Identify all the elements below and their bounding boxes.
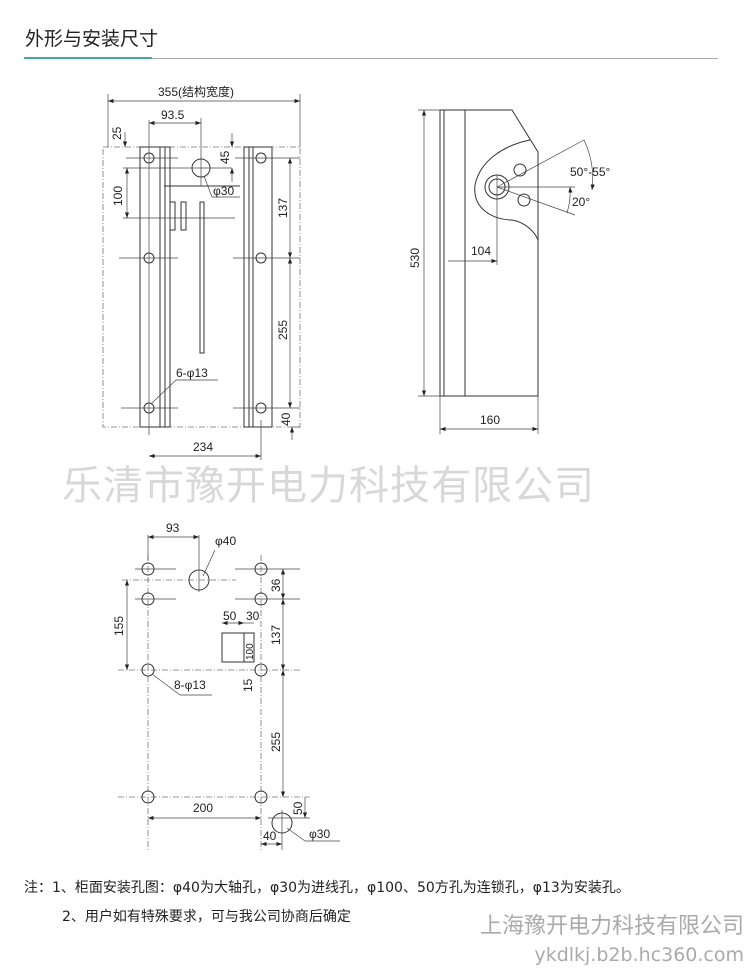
- dim-100: 100: [245, 643, 256, 660]
- holes-count-label: 6-φ13: [176, 366, 208, 380]
- drawing-line: [254, 790, 268, 804]
- panel-holes: [141, 562, 268, 804]
- site-url: ykdlkj.b2b.hc360.com: [534, 944, 744, 966]
- depth-dim-label: 160: [480, 413, 500, 427]
- drawing-line: [439, 109, 539, 397]
- dim-15: 15: [241, 678, 255, 692]
- drawing-line: [254, 663, 268, 677]
- dim-cable-40: 40: [263, 829, 277, 843]
- drawing-line: [141, 790, 155, 804]
- company-name: 上海豫开电力科技有限公司: [479, 914, 744, 939]
- dim-255: 255: [269, 732, 283, 752]
- dim-155: 155: [112, 616, 126, 636]
- width-dim-label: 355(结构宽度): [158, 84, 234, 99]
- drawing-line: [151, 379, 177, 404]
- bottom-dim-label: 40: [279, 412, 293, 426]
- offset-dim-label: 93.5: [161, 108, 185, 122]
- drawing-line: [517, 193, 531, 207]
- rail-span-label: 234: [193, 440, 213, 454]
- cable-hole-label: φ30: [309, 827, 330, 841]
- dim-36: 36: [269, 578, 283, 592]
- shaft-offset-label: 104: [471, 244, 491, 258]
- page-title: 外形与安装尺寸: [25, 28, 159, 50]
- height-dim-label: 530: [408, 248, 422, 268]
- angle-lower-label: 20°: [572, 195, 590, 209]
- dim-200: 200: [193, 801, 213, 815]
- angle-upper-label: 50°-55°: [570, 165, 610, 179]
- spacing-dim-label: 100: [111, 186, 125, 206]
- drawing-line: [199, 201, 205, 354]
- dim-cable-50: 50: [291, 801, 305, 815]
- panel-holes-label: 8-φ13: [174, 678, 206, 692]
- drawing-line: [286, 827, 306, 842]
- dim-30: 30: [246, 609, 260, 623]
- drawing-line: [102, 146, 301, 428]
- side-view: 50°-55° 20° 530 104 160: [408, 109, 610, 434]
- right-lower-dim: 255: [276, 320, 290, 340]
- drawing-line: [203, 175, 213, 198]
- panel-cutout-view: 93 φ40 155 36 137 50 30 100 15 8-φ13 255…: [112, 521, 340, 850]
- drawing-line: [496, 186, 576, 216]
- drawing-line: [141, 562, 155, 576]
- drawing-line: [169, 201, 176, 231]
- shaft-gap-label: 45: [218, 150, 232, 164]
- drawing-line: [243, 146, 273, 428]
- drawing-line: [141, 592, 155, 606]
- drawing-line: [583, 139, 595, 191]
- drawing-line: [180, 201, 187, 231]
- shaft-hole-label: φ30: [213, 184, 234, 198]
- drawing-line: [141, 663, 155, 677]
- note-2: 2、用户如有特殊要求，可与我公司协商后确定: [62, 909, 351, 925]
- drawing-line: [151, 673, 181, 696]
- panel-shaft-offset: 93: [166, 521, 180, 535]
- top-dim-label: 25: [110, 126, 124, 140]
- drawing-line: [254, 562, 268, 576]
- drawing-line: [496, 139, 585, 188]
- interlock-square-hole: [221, 632, 255, 663]
- dim-137: 137: [269, 625, 283, 645]
- front-view: 355(结构宽度) 93.5 25 45 φ30 100 137 255 40 …: [102, 84, 301, 460]
- title-accent-bar: [24, 57, 152, 59]
- dim-50: 50: [223, 609, 237, 623]
- right-upper-dim: 137: [276, 198, 290, 218]
- note-1: 注：1、柜面安装孔图：φ40为大轴孔，φ30为进线孔，φ100、50方孔为连锁孔…: [24, 880, 630, 896]
- title-divider: [24, 58, 718, 59]
- drawing-line: [139, 146, 171, 428]
- watermark: 乐清市豫开电力科技有限公司: [62, 463, 595, 509]
- drawing-line: [202, 549, 216, 577]
- drawing-line: [474, 139, 539, 241]
- drawing-line: [566, 186, 573, 214]
- drawing-line: [513, 163, 527, 177]
- drawing-line: [254, 592, 268, 606]
- panel-shaft-hole-label: φ40: [215, 534, 236, 548]
